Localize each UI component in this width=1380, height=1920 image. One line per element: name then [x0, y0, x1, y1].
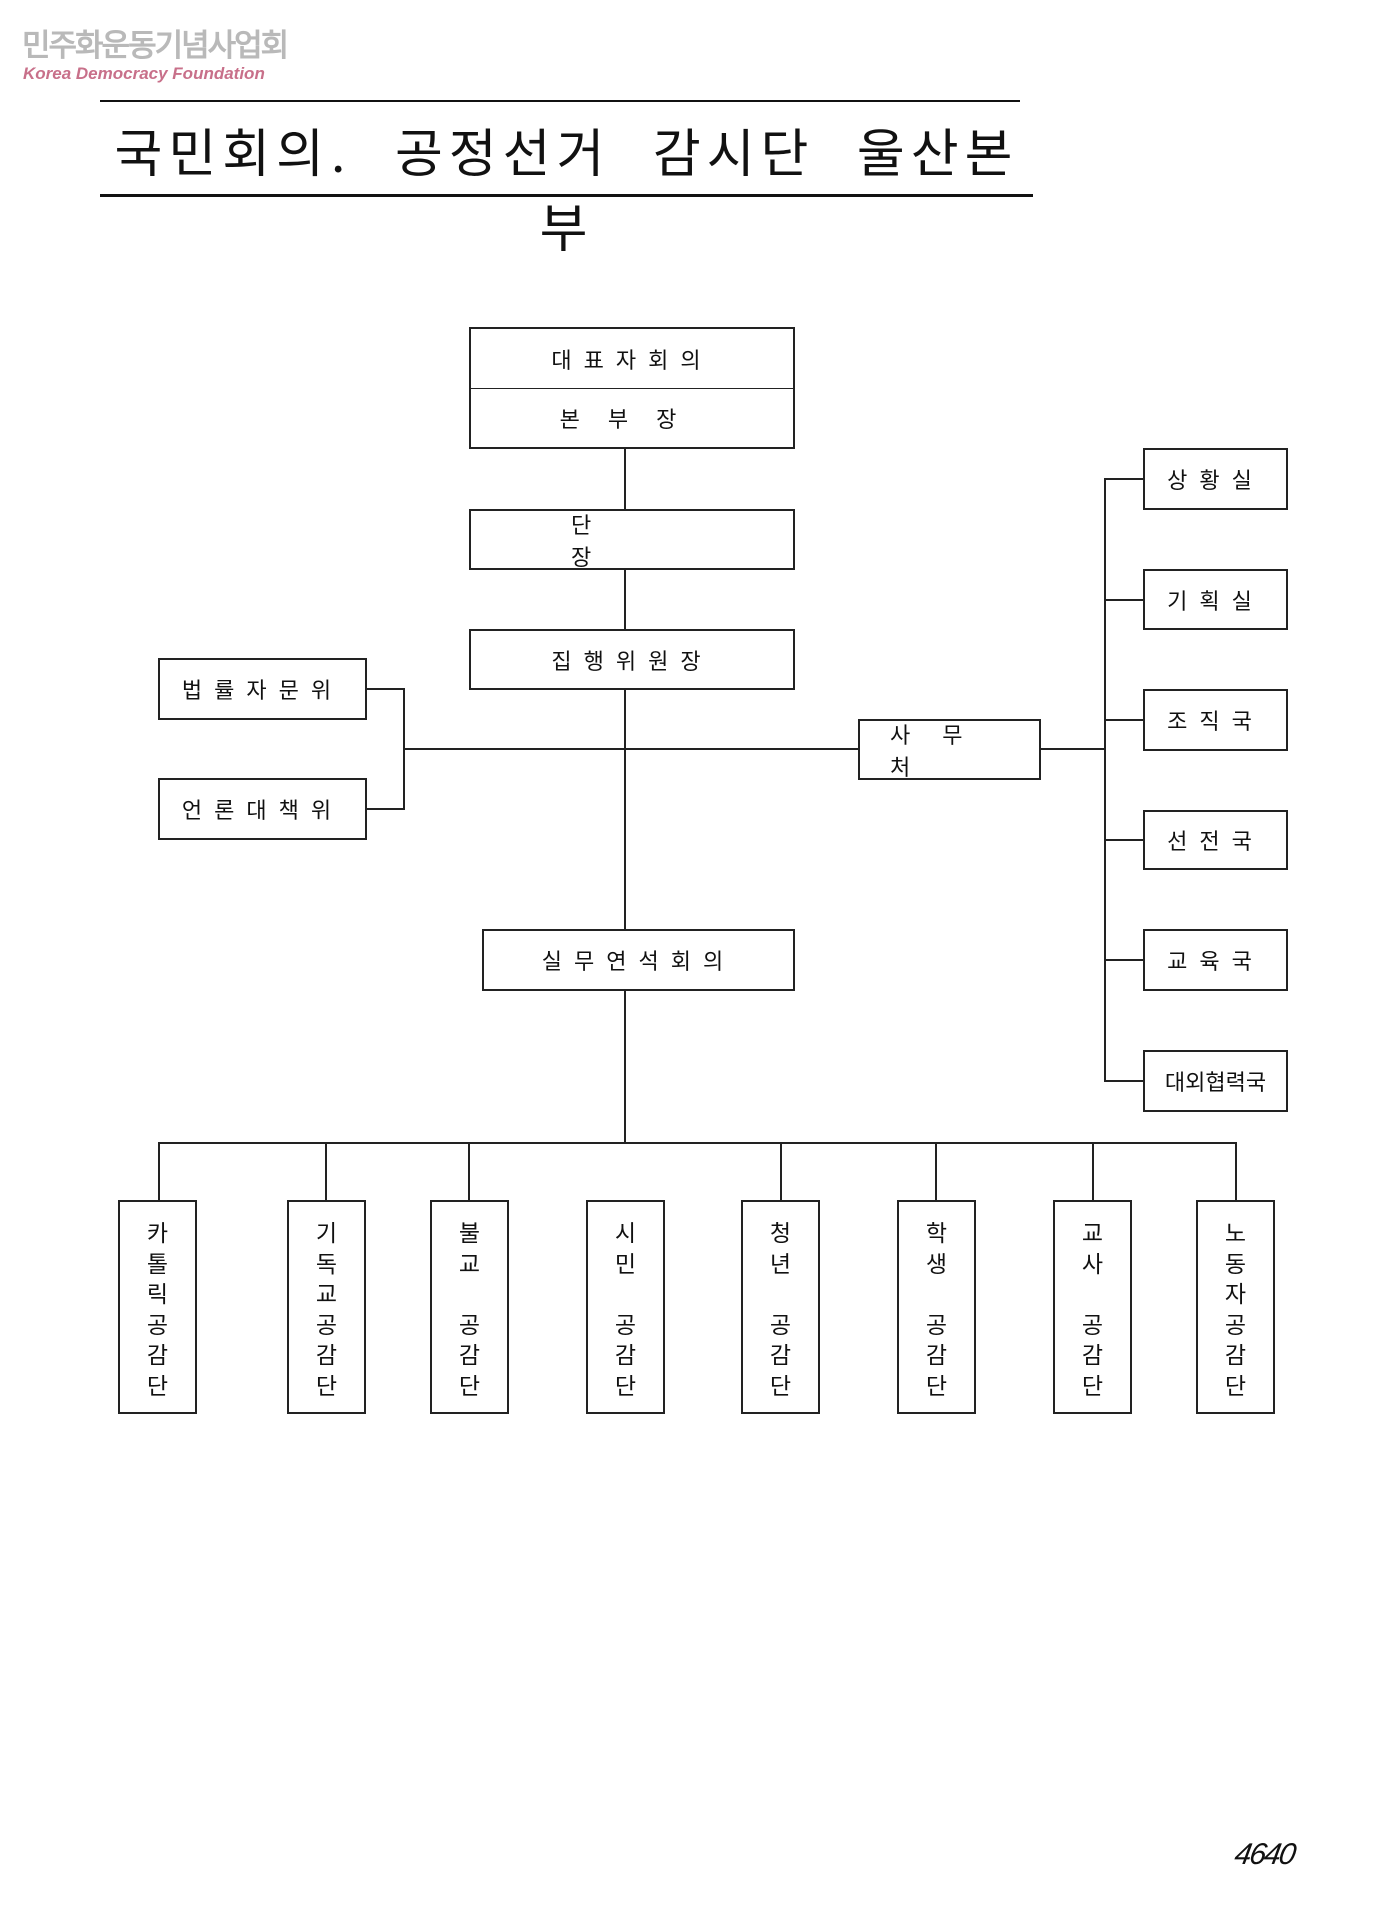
- department-connector: [1104, 719, 1144, 721]
- horizontal-branch-line: [404, 748, 858, 750]
- unit-connector: [1092, 1142, 1094, 1200]
- department-connector: [1104, 478, 1144, 480]
- title-top-rule: [100, 100, 1020, 102]
- page-number: 4640: [1232, 1838, 1297, 1871]
- unit-connector: [935, 1142, 937, 1200]
- department-education: 교육국: [1143, 929, 1288, 991]
- working-council-box: 실무연석회의: [482, 929, 795, 991]
- department-external-cooperation: 대외협력국: [1143, 1050, 1288, 1112]
- unit-connector: [780, 1142, 782, 1200]
- headquarters-chief-box: 본부장: [469, 388, 795, 449]
- leader-box: 단장: [469, 509, 795, 571]
- unit-connector: [468, 1142, 470, 1200]
- logo-english: Korea Democracy Foundation: [23, 64, 265, 83]
- department-connector: [1104, 599, 1144, 601]
- logo-korean: 민주화운동기념사업회: [22, 28, 289, 64]
- department-connector: [1104, 959, 1144, 961]
- secretariat-connector: [1040, 748, 1105, 750]
- department-propaganda: 선전국: [1143, 810, 1288, 870]
- executive-chair-box: 집행위원장: [469, 629, 795, 690]
- committee-connector: [366, 808, 404, 810]
- department-organization: 조직국: [1143, 689, 1288, 751]
- unit-connector: [1235, 1142, 1237, 1200]
- legal-advisory-committee-box: 법률자문위: [158, 658, 367, 720]
- department-bracket-line: [1104, 478, 1106, 1081]
- title-bottom-rule: [100, 194, 1033, 197]
- unit-connector: [158, 1142, 160, 1200]
- units-horizontal-line: [158, 1142, 1237, 1144]
- department-planning: 기획실: [1143, 569, 1288, 630]
- department-connector: [1104, 1080, 1144, 1082]
- media-committee-box: 언론대책위: [158, 778, 367, 840]
- center-trunk-line: [624, 448, 626, 1142]
- department-situation-room: 상황실: [1143, 448, 1288, 510]
- committee-connector: [366, 688, 404, 690]
- secretariat-box: 사무처: [858, 719, 1041, 781]
- department-connector: [1104, 839, 1144, 841]
- representatives-council-box: 대표자회의: [469, 327, 795, 389]
- page-title: 국민회의. 공정선거 감시단 울산본부: [114, 125, 1019, 260]
- committee-bracket-line: [403, 688, 405, 810]
- unit-connector: [325, 1142, 327, 1200]
